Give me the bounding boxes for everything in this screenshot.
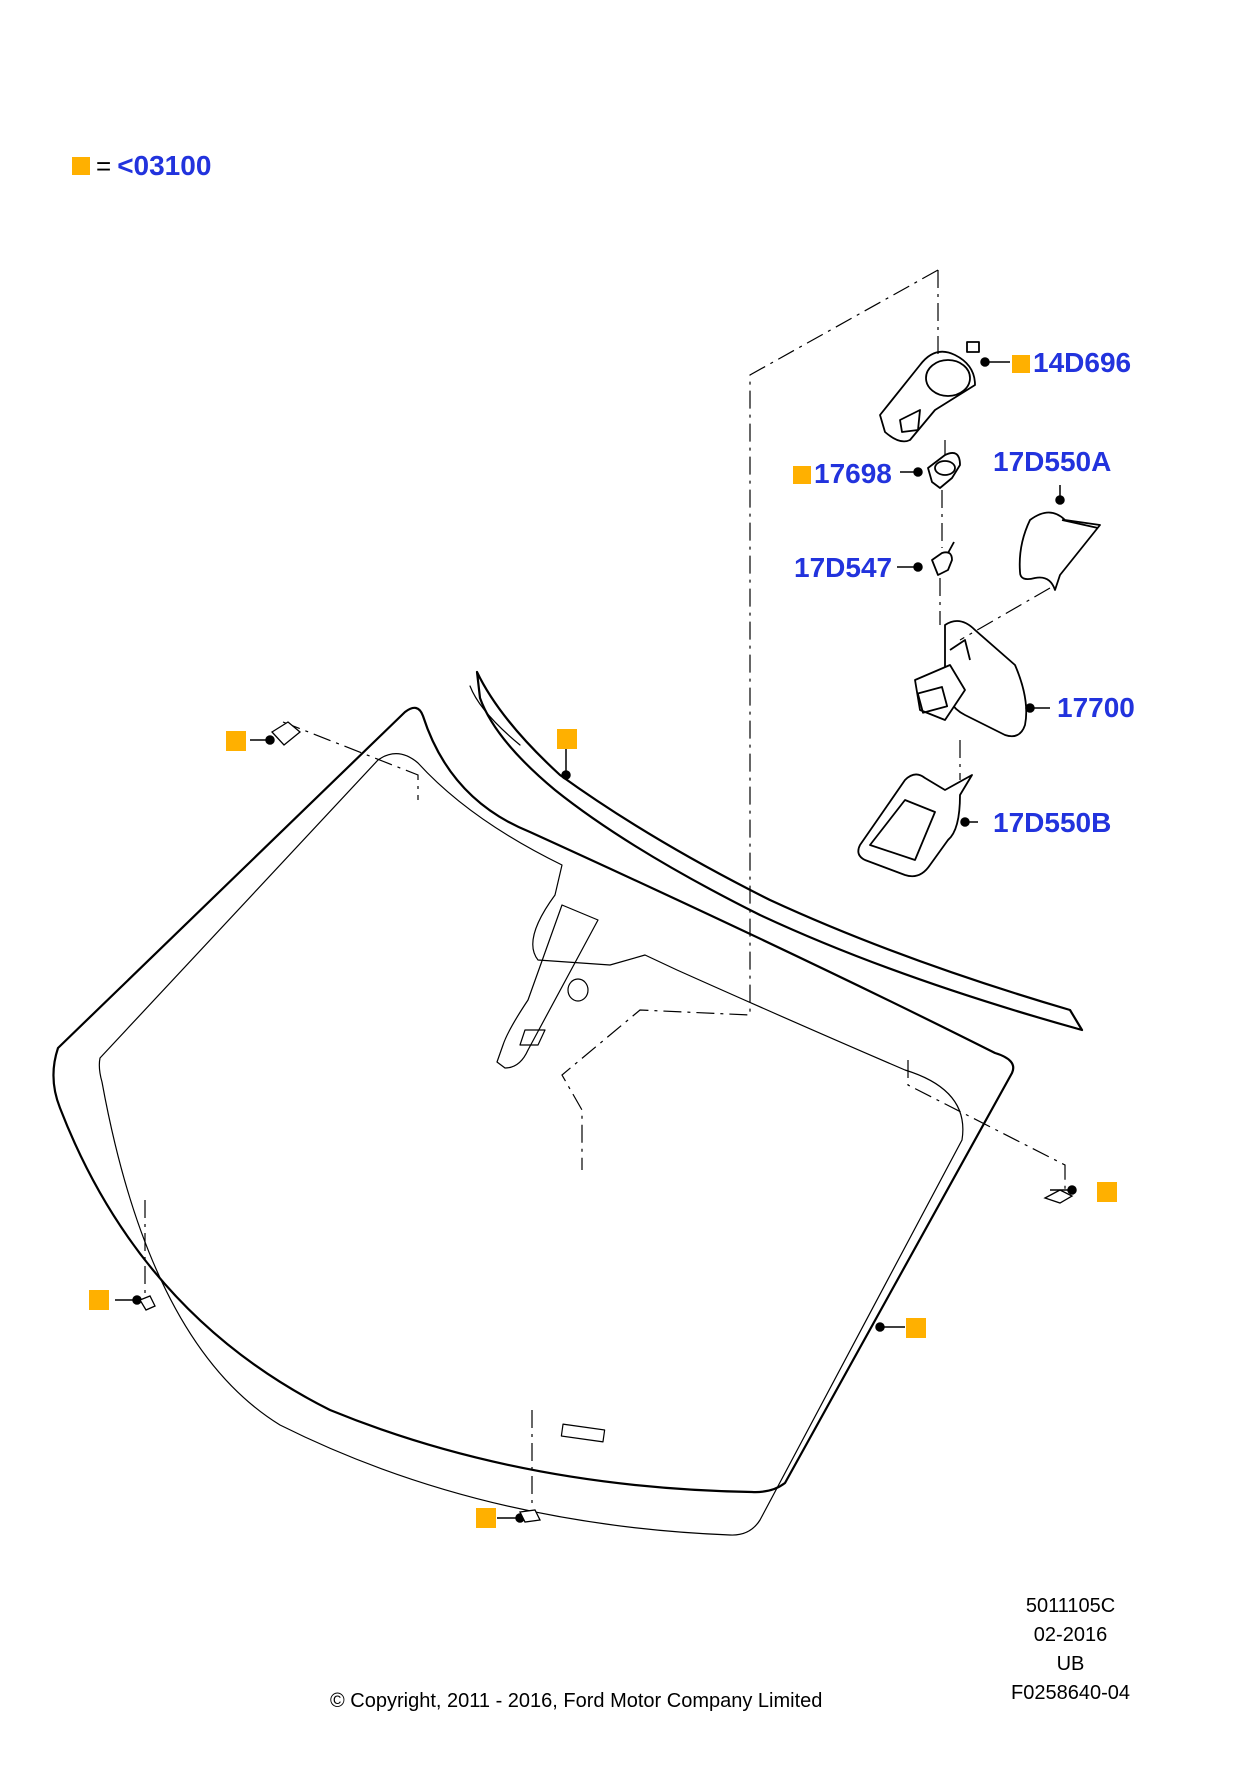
marker-glass[interactable] — [906, 1318, 926, 1338]
part-number: 14D696 — [1033, 347, 1132, 378]
diagram-date: 02-2016 — [1033, 1624, 1108, 1646]
part-label-14D696[interactable]: 14D696 — [1012, 347, 1131, 379]
part-label-17700[interactable]: 17700 — [1057, 692, 1135, 724]
windshield-glass — [52, 706, 1015, 1494]
marker-moulding[interactable] — [557, 729, 577, 749]
part-label-17D550A[interactable]: 17D550A — [993, 446, 1111, 478]
part-number: 17700 — [1057, 692, 1135, 723]
sensor-17D547 — [931, 541, 955, 576]
legend: = <03100 — [72, 150, 211, 182]
clip-bottom — [519, 1509, 541, 1523]
mirror-17700 — [914, 620, 1028, 738]
bracket-14D696 — [879, 341, 980, 443]
mirror-mount-frit — [496, 904, 599, 1069]
document-info: 5011105C 02-2016 UB F0258640-04 — [1011, 1592, 1130, 1708]
marker-clip-bottom[interactable] — [476, 1508, 496, 1528]
part-number: 17D550B — [993, 807, 1112, 838]
cover-17D550B — [857, 773, 973, 878]
clip-bottom-left — [139, 1295, 156, 1311]
marker-icon — [1012, 355, 1030, 373]
diagram-number: 5011105C — [1025, 1595, 1116, 1617]
part-number: 17698 — [814, 458, 892, 489]
windshield-frit-border — [98, 753, 964, 1536]
part-label-17D547[interactable]: 17D547 — [794, 552, 892, 584]
part-number: 17D550A — [993, 446, 1112, 477]
clip-top-left — [270, 721, 302, 746]
legend-marker — [72, 157, 90, 175]
marker-clip-top-left[interactable] — [226, 731, 246, 751]
clip-right — [1043, 1189, 1074, 1204]
part-label-17D550B[interactable]: 17D550B — [993, 807, 1111, 839]
marker-icon — [793, 466, 811, 484]
marker-clip-right[interactable] — [1097, 1182, 1117, 1202]
legend-equals: = — [96, 151, 112, 181]
cover-17D550A — [1018, 511, 1101, 591]
windshield-moulding — [475, 670, 1084, 1032]
part-number: 17D547 — [794, 552, 893, 583]
figure-number: F0258640-04 — [1011, 1682, 1130, 1704]
copyright-text: © Copyright, 2011 - 2016, Ford Motor Com… — [330, 1690, 823, 1712]
marker-clip-bottom-left[interactable] — [89, 1290, 109, 1310]
region-code: UB — [1056, 1653, 1085, 1675]
clip-17698 — [927, 452, 961, 489]
part-label-17698[interactable]: 17698 — [793, 458, 892, 490]
legend-code: <03100 — [117, 150, 212, 181]
